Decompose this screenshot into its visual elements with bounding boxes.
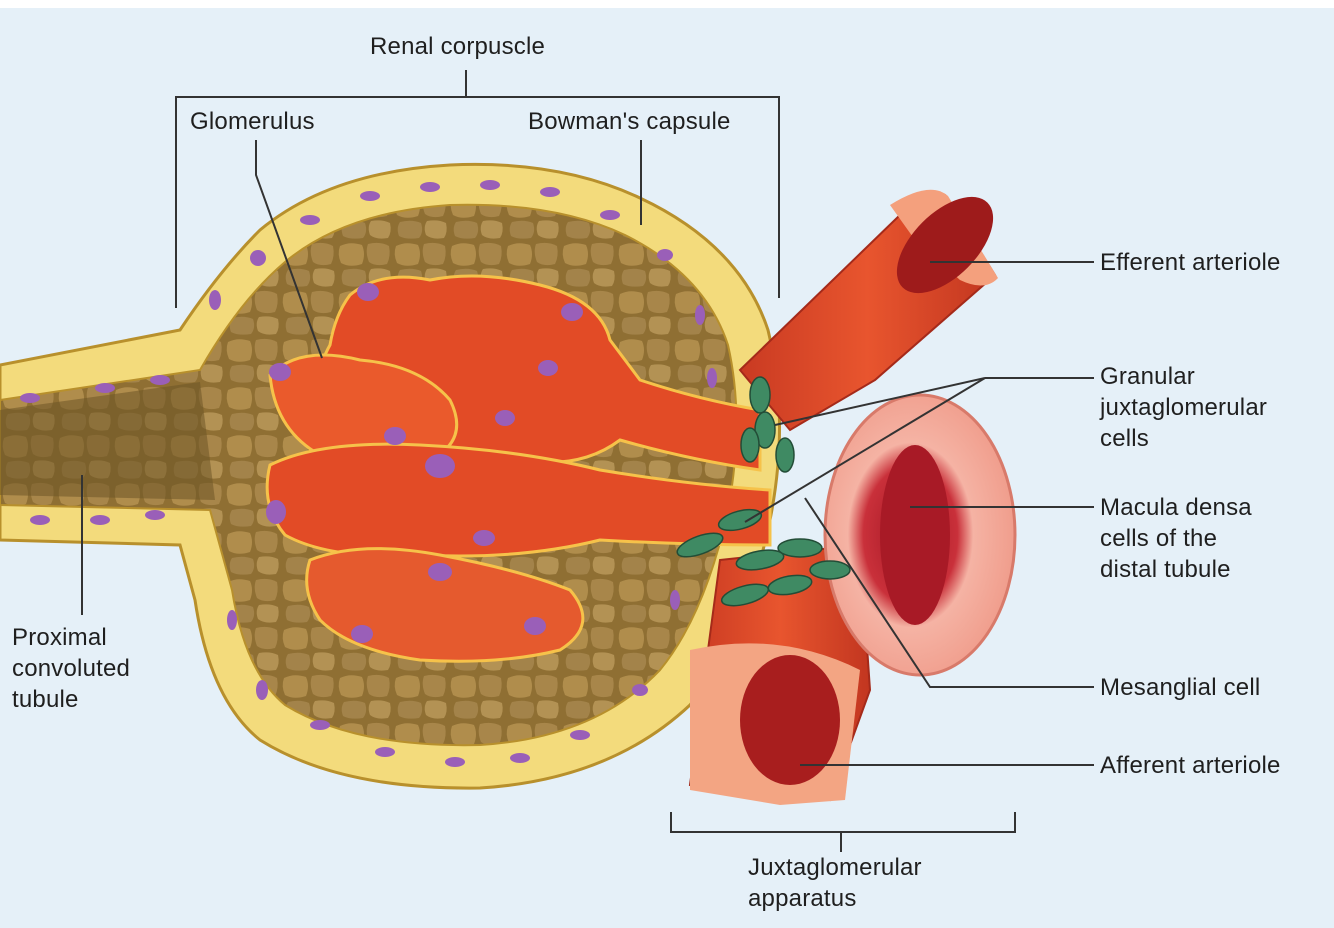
- capsule-cells: [20, 180, 717, 767]
- proximal-tubule-label: Proximal convoluted tubule: [12, 624, 131, 713]
- afferent-arteriole-label: Afferent arteriole: [1100, 752, 1281, 779]
- distal-tubule-shape: [823, 393, 1017, 677]
- glomerulus-label: Glomerulus: [190, 108, 315, 135]
- granular-cells-shape: [676, 376, 851, 607]
- bowmans-capsule-label: Bowman's capsule: [528, 108, 731, 135]
- glomerulus-shape: [265, 274, 772, 663]
- mesanglial-cell-label: Mesanglial cell: [1100, 674, 1261, 701]
- granular-cells-label: Granular juxtaglomerular cells: [1100, 363, 1268, 452]
- efferent-arteriole-label: Efferent arteriole: [1100, 249, 1281, 276]
- juxtaglomerular-apparatus-label: Juxtaglomerular apparatus: [748, 854, 922, 912]
- glomerulus-nuclei: [266, 283, 583, 643]
- macula-densa-label: Macula densa cells of the distal tubule: [1100, 494, 1252, 583]
- renal-corpuscle-label: Renal corpuscle: [370, 33, 546, 60]
- efferent-arteriole-shape: [738, 189, 998, 432]
- leader-lines: [81, 70, 1094, 852]
